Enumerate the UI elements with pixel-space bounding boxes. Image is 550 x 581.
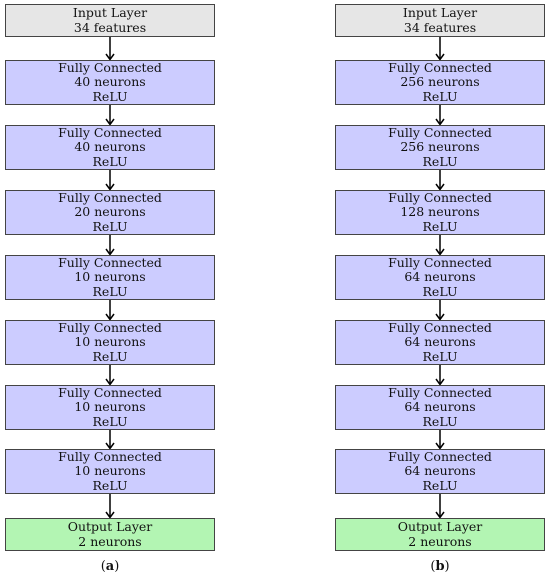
layer-label-line: ReLU (92, 218, 128, 234)
layer-label-line: 34 features (73, 19, 147, 35)
flow-arrow-head (105, 313, 115, 321)
layer-label-line: Fully Connected (58, 124, 162, 140)
layer-label-line: 34 features (403, 19, 477, 35)
layer-label-line: ReLU (92, 88, 128, 104)
layer-label-line: 128 neurons (400, 204, 480, 220)
layer-label-line: ReLU (422, 348, 458, 364)
flow-arrow-head (435, 118, 445, 126)
layer-label-line: Fully Connected (388, 448, 492, 464)
subfigure-caption: (b) (390, 559, 490, 574)
caption-letter: b (435, 559, 445, 574)
layer-label-line: ReLU (92, 153, 128, 169)
layer-label-line: ReLU (422, 413, 458, 429)
layer-label-line: 256 neurons (400, 74, 480, 90)
layer-label-line: ReLU (422, 88, 458, 104)
layer-label-line: Fully Connected (388, 319, 492, 335)
flow-arrow-head (105, 183, 115, 191)
caption-letter: a (105, 559, 115, 574)
layer-label-line: Fully Connected (58, 384, 162, 400)
layer-label-line: Input Layer (402, 5, 478, 20)
flow-arrow-head (435, 183, 445, 191)
flow-arrow-head (435, 442, 445, 450)
flow-arrow-head (105, 53, 115, 61)
flow-arrow-head (105, 378, 115, 386)
flow-arrow-head (105, 511, 115, 519)
layer-label-line: Fully Connected (58, 59, 162, 75)
layer-label-line: 10 neurons (74, 334, 146, 350)
layer-label-line: Fully Connected (388, 384, 492, 400)
layer-label-line: ReLU (92, 413, 128, 429)
flow-arrow-head (435, 53, 445, 61)
flow-arrow-head (105, 118, 115, 126)
caption-open-paren: ( (100, 559, 106, 574)
flow-arrow-head (435, 378, 445, 386)
layer-label-line: 10 neurons (74, 399, 146, 415)
caption-open-paren: ( (430, 559, 436, 574)
caption-close-paren: ) (444, 559, 450, 574)
subfigure-caption: (a) (60, 559, 160, 574)
layer-label-line: 10 neurons (74, 269, 146, 285)
layer-label-line: 64 neurons (404, 463, 476, 479)
layer-label-line: Fully Connected (58, 448, 162, 464)
layer-label-line: Fully Connected (58, 254, 162, 270)
flow-arrow-head (105, 248, 115, 256)
layer-label-line: 2 neurons (78, 533, 142, 549)
layer-label-line: Fully Connected (388, 124, 492, 140)
layer-label-line: 64 neurons (404, 334, 476, 350)
layer-label-line: ReLU (92, 477, 128, 493)
layer-label-line: ReLU (422, 218, 458, 234)
layer-label-line: ReLU (92, 348, 128, 364)
layer-label-line: Output Layer (397, 519, 483, 534)
layer-label-line: 20 neurons (74, 204, 146, 220)
flow-arrow-head (435, 511, 445, 519)
layer-label-line: ReLU (422, 153, 458, 169)
layer-label-line: Input Layer (72, 5, 148, 20)
layer-label-line: 2 neurons (408, 533, 472, 549)
layer-label-line: 40 neurons (74, 74, 146, 90)
flow-arrow-head (435, 248, 445, 256)
layer-label-line: ReLU (92, 283, 128, 299)
layer-label-line: 64 neurons (404, 399, 476, 415)
layer-label-line: Fully Connected (58, 189, 162, 205)
flow-arrow-head (105, 442, 115, 450)
layer-label-line: 40 neurons (74, 139, 146, 155)
layer-label-line: ReLU (422, 477, 458, 493)
layer-label-line: 10 neurons (74, 463, 146, 479)
caption-close-paren: ) (114, 559, 120, 574)
layer-label-line: 64 neurons (404, 269, 476, 285)
flow-arrow-head (435, 313, 445, 321)
layer-label-line: 256 neurons (400, 139, 480, 155)
layer-label-line: Output Layer (67, 519, 153, 534)
layer-label-line: Fully Connected (388, 189, 492, 205)
layer-label-line: Fully Connected (388, 59, 492, 75)
layer-label-line: Fully Connected (58, 319, 162, 335)
layer-label-line: Fully Connected (388, 254, 492, 270)
layer-label-line: ReLU (422, 283, 458, 299)
